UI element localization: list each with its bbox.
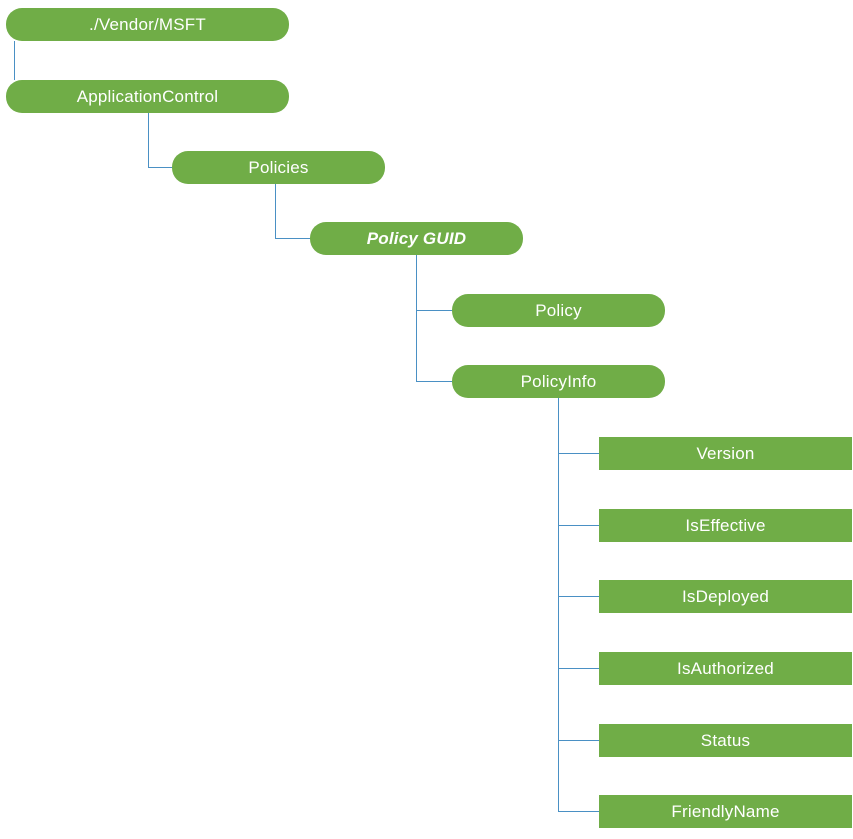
connector-policies-to-policyguid xyxy=(275,238,311,239)
connector-policyinfo-to-isdeployed xyxy=(558,596,600,597)
connector-appcontrol-to-policies xyxy=(148,167,173,168)
connector-policyguid-to-policy xyxy=(416,310,453,311)
connector-policyinfo-to-status xyxy=(558,740,600,741)
connector-policies-trunk xyxy=(275,184,276,238)
node-status: Status xyxy=(599,724,852,757)
node-policy: Policy xyxy=(452,294,665,327)
connector-policyinfo-to-version xyxy=(558,453,600,454)
node-vendor: ./Vendor/MSFT xyxy=(6,8,289,41)
node-policyguid: Policy GUID xyxy=(310,222,523,255)
node-isdeployed: IsDeployed xyxy=(599,580,852,613)
connector-policyinfo-to-iseffective xyxy=(558,525,600,526)
connector-policyinfo-to-friendlyname xyxy=(558,811,600,812)
connector-policyguid-trunk xyxy=(416,255,417,382)
connector-policyinfo-to-isauthorized xyxy=(558,668,600,669)
node-isauthorized: IsAuthorized xyxy=(599,652,852,685)
node-policies: Policies xyxy=(172,151,385,184)
node-friendlyname: FriendlyName xyxy=(599,795,852,828)
node-iseffective: IsEffective xyxy=(599,509,852,542)
node-version: Version xyxy=(599,437,852,470)
connector-vendor-to-appcontrol xyxy=(14,41,15,80)
node-appcontrol: ApplicationControl xyxy=(6,80,289,113)
connector-policyguid-to-policyinfo xyxy=(416,381,453,382)
connector-appcontrol-trunk xyxy=(148,113,149,168)
connector-policyinfo-trunk xyxy=(558,398,559,812)
node-policyinfo: PolicyInfo xyxy=(452,365,665,398)
